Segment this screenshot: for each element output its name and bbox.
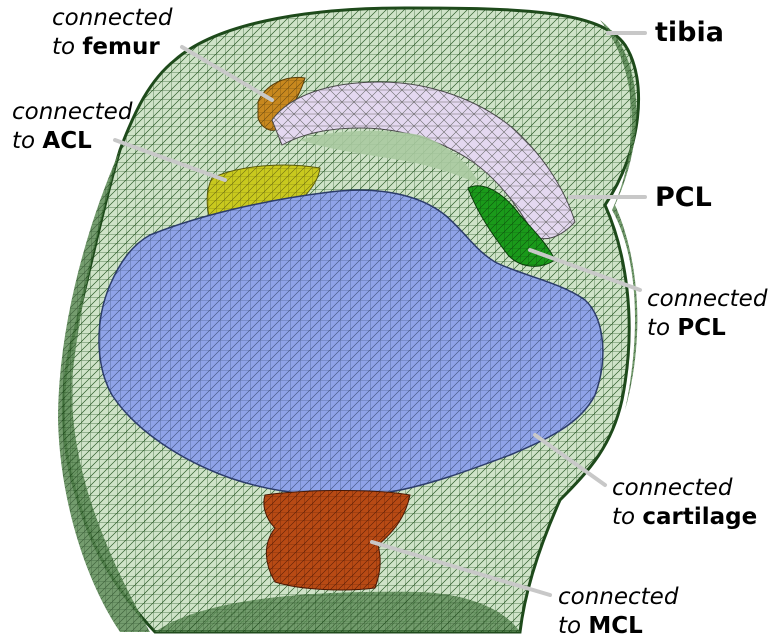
- cartilage-region: [98, 189, 604, 497]
- leader-lines: [113, 31, 647, 597]
- pcl-ligament-band: [271, 81, 576, 240]
- intercondylar-pit: [300, 130, 480, 185]
- leader-pcl-conn: [528, 248, 642, 292]
- label-connected-to-cartilage: connected to cartilage: [612, 475, 758, 530]
- leader-mcl: [370, 540, 552, 597]
- leader-cartilage: [533, 433, 607, 487]
- label-connected-to-mcl: connected to MCL: [558, 584, 679, 639]
- tibia-left-shade: [58, 150, 150, 632]
- label-connected-to-acl: connected to ACL: [12, 99, 133, 154]
- label-tibia: tibia: [655, 17, 724, 48]
- leader-acl: [113, 138, 227, 182]
- tibia-right-shade: [600, 20, 638, 410]
- label-connected-to-femur: connected to femur: [52, 5, 173, 60]
- tibia-bottom-shade: [155, 591, 520, 632]
- label-pcl: PCL: [655, 182, 712, 213]
- label-connected-to-pcl: connected to PCL: [647, 286, 768, 341]
- mcl-connection-region: [263, 489, 411, 591]
- leader-femur: [180, 45, 274, 102]
